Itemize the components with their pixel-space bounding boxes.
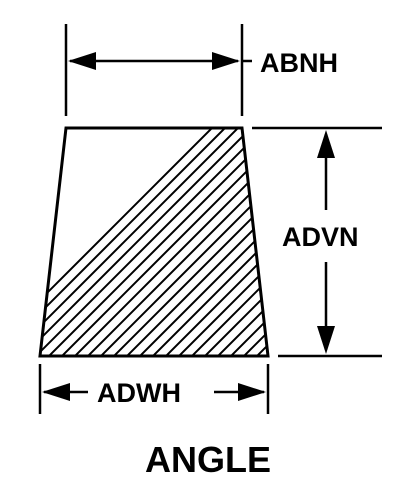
bottom-width-label: ADWH <box>97 378 181 408</box>
hatch-line <box>40 128 268 356</box>
hatch-line <box>400 0 420 460</box>
hatch-line <box>387 0 420 460</box>
arrow-up-icon <box>317 130 335 158</box>
arrow-right-icon <box>212 52 240 70</box>
bottom-width-dimension: ADWH <box>38 364 270 414</box>
arrow-left-icon <box>42 383 70 401</box>
top-width-dimension: ABNH <box>64 24 338 116</box>
top-width-label: ABNH <box>260 48 338 78</box>
hatch-line <box>40 128 268 356</box>
hatch-line <box>361 0 420 460</box>
hatch-line <box>40 128 268 356</box>
arrow-down-icon <box>317 326 335 354</box>
hatch-line <box>40 128 268 356</box>
height-label: ADVN <box>282 222 359 252</box>
hatch-line <box>40 128 268 356</box>
height-dimension: ADVN <box>252 126 382 358</box>
hatch-line <box>374 0 420 460</box>
hatch-line <box>413 0 420 460</box>
hatch-line <box>40 128 268 356</box>
hatch-line <box>40 128 268 356</box>
hatch-line <box>40 128 268 356</box>
hatch-line <box>348 0 420 460</box>
arrow-left-icon <box>68 52 96 70</box>
diagram-caption: ANGLE <box>145 439 271 480</box>
hatch-line <box>40 128 268 356</box>
hatch-line <box>40 128 268 356</box>
hatch-line <box>40 128 268 356</box>
arrow-right-icon <box>238 383 266 401</box>
